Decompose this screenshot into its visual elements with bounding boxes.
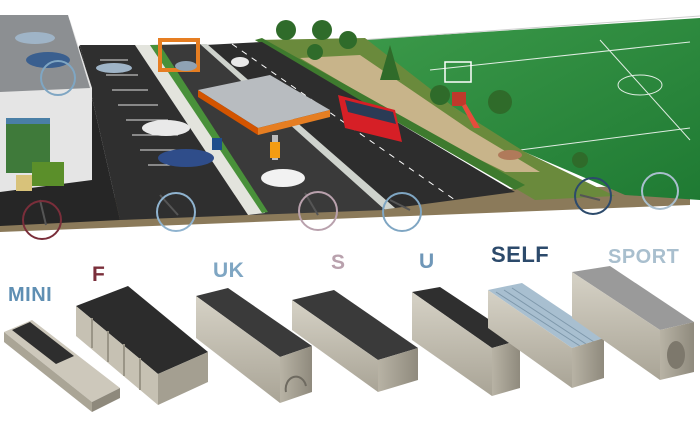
label-f: F	[92, 263, 106, 286]
channel-sport	[572, 266, 694, 380]
marker-f	[22, 200, 62, 240]
label-uk: UK	[213, 259, 245, 282]
football-goal	[444, 61, 472, 83]
playground	[452, 92, 522, 160]
label-sport: SPORT	[608, 246, 680, 268]
channel-uk	[196, 288, 312, 403]
kerb-left	[135, 45, 265, 215]
mini-grate	[12, 322, 74, 364]
channel-u	[412, 287, 520, 396]
marker-mini	[40, 60, 76, 96]
road-right-markings	[231, 43, 456, 201]
pitch-lines	[429, 39, 691, 151]
marker-uk	[156, 192, 196, 232]
car-wash	[158, 38, 200, 72]
trees	[276, 20, 588, 168]
location-markers	[22, 60, 679, 240]
label-s: S	[331, 251, 346, 274]
marker-u	[382, 192, 422, 232]
marker-sport	[641, 172, 679, 210]
cars	[15, 32, 305, 187]
forklift	[16, 162, 64, 191]
channel-f	[76, 286, 208, 405]
channel-mini	[4, 320, 120, 412]
drain-lines	[39, 192, 601, 226]
channel-self	[488, 283, 604, 388]
label-self: SELF	[491, 242, 550, 267]
kerb-green	[150, 45, 268, 213]
site-scene	[0, 15, 700, 240]
label-u: U	[419, 250, 435, 273]
marker-self	[574, 177, 612, 215]
label-mini: MINI	[8, 284, 53, 306]
marker-s	[298, 191, 338, 231]
channel-s	[292, 290, 418, 392]
bus	[338, 95, 402, 142]
park-path	[300, 55, 540, 172]
station-canopy	[198, 75, 330, 128]
